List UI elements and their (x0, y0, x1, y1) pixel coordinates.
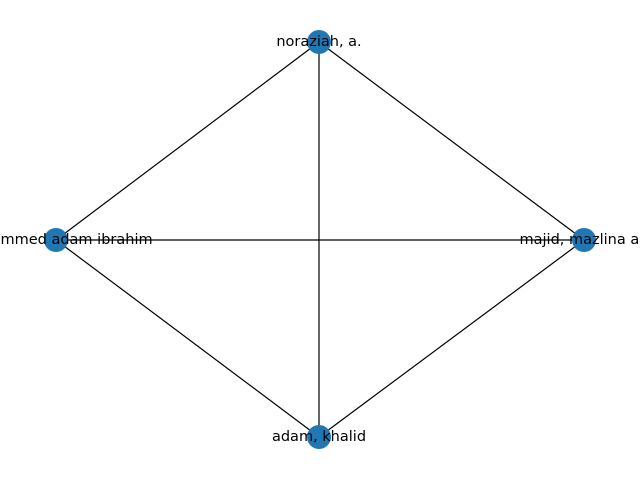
node-adam-khalid (307, 425, 331, 449)
node-label-mohammed: mohammed adam ibrahim (0, 232, 153, 248)
edge-noraziah-mohammed (55, 41, 320, 241)
node-label-majid: majid, mazlina ab (520, 232, 640, 248)
node-majid (572, 228, 596, 252)
labels-layer: noraziah, a. majid, mazlina ab adam, khali… (0, 34, 640, 445)
node-label-noraziah: noraziah, a. (276, 34, 361, 50)
edge-majid-adam-khalid (318, 239, 585, 438)
edges-layer (55, 41, 585, 438)
node-noraziah (307, 30, 331, 54)
nodes-layer (44, 30, 596, 449)
node-mohammed (44, 228, 68, 252)
node-label-adam-khalid: adam, khalid (272, 429, 366, 445)
edge-noraziah-majid (318, 41, 585, 241)
edge-mohammed-adam-khalid (55, 239, 320, 438)
